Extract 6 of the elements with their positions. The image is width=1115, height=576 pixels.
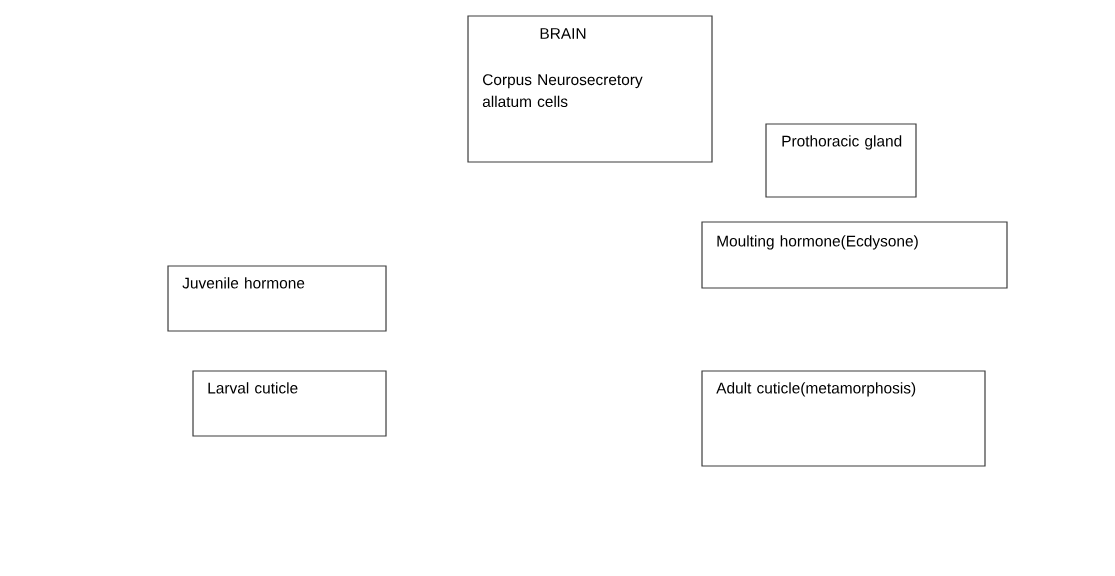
text-box: Prothoracic gland — [765, 123, 917, 198]
text-box: Larval cuticle — [192, 370, 387, 437]
text-box: Juvenile hormone — [167, 265, 387, 332]
text-box: Moulting hormone(Ecdysone) — [701, 221, 1008, 289]
text-box: Adult cuticle(metamorphosis) — [701, 370, 986, 467]
text-box: BRAIN Corpus Neurosecretory allatum cells — [467, 15, 713, 163]
